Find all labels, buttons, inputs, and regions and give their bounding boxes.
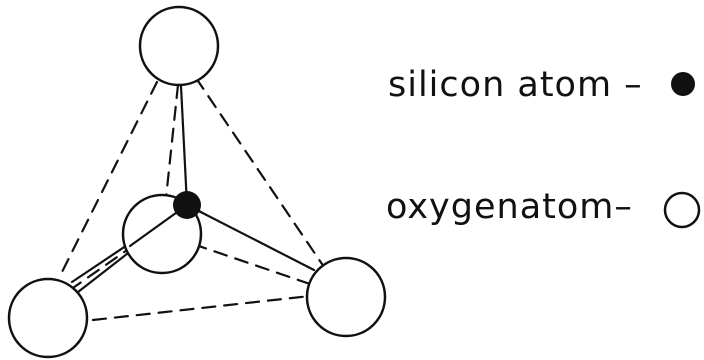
bond-top	[179, 84, 189, 207]
oxygen-atoms	[7, 5, 387, 359]
edge-top-right	[194, 76, 324, 266]
bond-right	[185, 203, 316, 272]
edge-top-left	[57, 80, 159, 280]
oxygen-atom-left	[7, 277, 89, 359]
oxygen-atom-top	[138, 5, 220, 87]
edge-top-back	[164, 83, 180, 200]
edge-bottom	[91, 294, 312, 322]
edge-right-back	[191, 242, 312, 286]
oxygen-atom-right	[305, 256, 387, 338]
silicon-atom-label: silicon atom –	[388, 65, 643, 105]
silicon-atom	[173, 191, 201, 219]
oxygen-atom-label: oxygenatom–	[386, 187, 633, 227]
silicon-legend-symbol	[671, 72, 695, 96]
silicon-bonds	[70, 84, 316, 294]
oxygen-legend-symbol	[663, 191, 701, 229]
